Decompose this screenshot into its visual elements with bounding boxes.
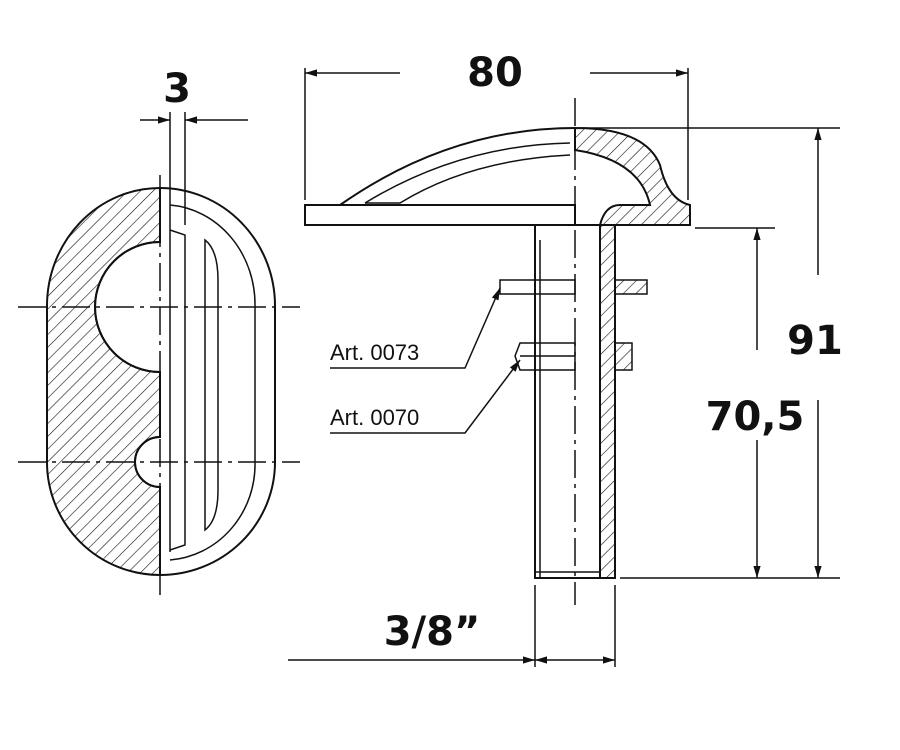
washer-section xyxy=(614,279,648,295)
slot-2 xyxy=(204,238,219,532)
flange-left xyxy=(304,204,576,226)
nut xyxy=(514,342,576,371)
dimension-stem-height: 70,5 xyxy=(706,394,805,440)
stem xyxy=(534,224,616,579)
dome-outline xyxy=(339,127,576,206)
hatched-half-body xyxy=(45,186,161,577)
washer xyxy=(499,279,576,295)
leader-art-0070 xyxy=(330,359,521,434)
dome-inner xyxy=(364,142,571,204)
small-half-circle xyxy=(134,436,161,488)
dimension-thickness: 3 xyxy=(163,66,191,112)
side-section-view: 80 91 70,5 3/8” Art. 0073 Art. 0070 xyxy=(288,50,843,667)
dimension-thread: 3/8” xyxy=(384,609,481,655)
front-view: 3 xyxy=(18,66,300,595)
dimension-width: 80 xyxy=(467,50,523,96)
dome-inner-2 xyxy=(365,154,571,204)
large-half-circle xyxy=(94,241,161,373)
inner-outline xyxy=(169,204,256,561)
outline-right-half xyxy=(159,187,277,576)
nut-section xyxy=(614,342,633,371)
label-art-0070: Art. 0070 xyxy=(330,405,419,430)
slot-1 xyxy=(169,229,186,551)
label-art-0073: Art. 0073 xyxy=(330,340,419,365)
leader-art-0073 xyxy=(330,287,501,369)
dimension-total-height: 91 xyxy=(787,318,843,364)
